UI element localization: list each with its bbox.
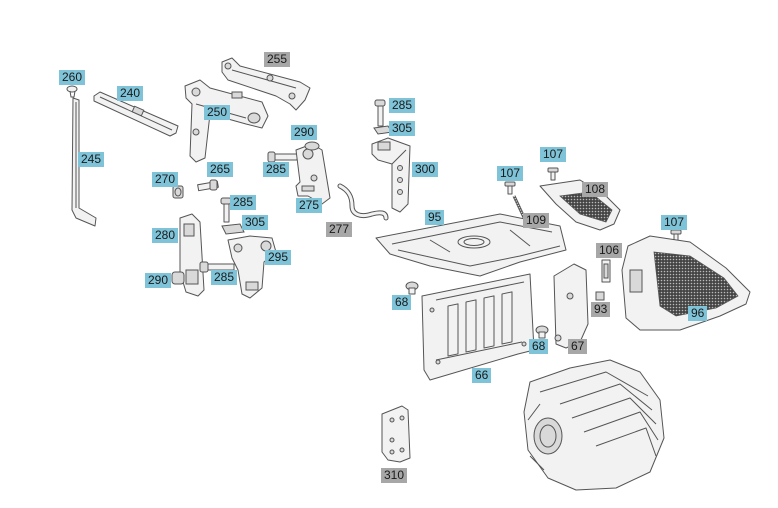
callout-96[interactable]: 96 xyxy=(688,306,708,321)
part-240-bar xyxy=(93,91,179,137)
callout-285-upper-left[interactable]: 285 xyxy=(263,162,290,177)
part-300-bracket xyxy=(371,137,411,213)
callout-295[interactable]: 295 xyxy=(265,250,292,265)
part-255-bracket xyxy=(221,57,311,111)
callout-95[interactable]: 95 xyxy=(425,210,445,225)
part-290-spacer-upper xyxy=(304,141,320,151)
part-68-fastener-a xyxy=(405,281,419,295)
callout-245[interactable]: 245 xyxy=(78,152,105,167)
callout-305-mid[interactable]: 305 xyxy=(242,215,269,230)
callout-285-lower[interactable]: 285 xyxy=(211,270,238,285)
callout-265[interactable]: 265 xyxy=(207,162,234,177)
part-280-bracket xyxy=(179,213,205,297)
part-290-spacer-lower xyxy=(171,271,185,285)
callout-107-right[interactable]: 107 xyxy=(661,215,688,230)
callout-255[interactable]: 255 xyxy=(264,52,291,67)
part-67-side-panel xyxy=(553,263,589,349)
part-95-floor-panel xyxy=(375,213,567,277)
callout-108[interactable]: 108 xyxy=(582,182,609,197)
callout-300[interactable]: 300 xyxy=(412,162,439,177)
callout-290-lower[interactable]: 290 xyxy=(145,273,172,288)
exhaust-assembly xyxy=(523,359,665,491)
callout-109[interactable]: 109 xyxy=(523,213,550,228)
callout-280[interactable]: 280 xyxy=(152,228,179,243)
callout-285-upper-right[interactable]: 285 xyxy=(389,98,416,113)
part-265-bolt xyxy=(197,179,219,192)
part-305-washer-mid xyxy=(221,223,245,235)
callout-106[interactable]: 106 xyxy=(596,243,623,258)
part-275-bracket xyxy=(295,143,331,205)
callout-270[interactable]: 270 xyxy=(152,172,179,187)
callout-250[interactable]: 250 xyxy=(204,105,231,120)
callout-275[interactable]: 275 xyxy=(296,198,323,213)
callout-66[interactable]: 66 xyxy=(472,368,492,383)
callout-107-left[interactable]: 107 xyxy=(497,166,524,181)
callout-285-mid[interactable]: 285 xyxy=(230,195,257,210)
part-310-plate xyxy=(381,405,411,463)
callout-68-right[interactable]: 68 xyxy=(529,339,549,354)
part-96-heat-shield xyxy=(621,235,751,331)
part-107-clip-b xyxy=(547,167,559,181)
part-245-rod xyxy=(71,97,97,227)
part-106-bracket xyxy=(601,259,611,283)
part-285-bolt-mid xyxy=(220,197,232,223)
callout-240[interactable]: 240 xyxy=(117,86,144,101)
callout-93[interactable]: 93 xyxy=(591,302,611,317)
part-66-panel xyxy=(421,273,535,381)
callout-290-upper[interactable]: 290 xyxy=(291,125,318,140)
callout-67[interactable]: 67 xyxy=(568,339,588,354)
callout-107-mid[interactable]: 107 xyxy=(540,147,567,162)
part-68-fastener-b xyxy=(535,325,549,339)
part-277-pipe xyxy=(337,183,389,221)
callout-305-upper[interactable]: 305 xyxy=(389,121,416,136)
part-93-clip xyxy=(595,291,605,301)
callout-277[interactable]: 277 xyxy=(326,222,353,237)
part-295-bracket xyxy=(227,235,277,299)
part-270-nut xyxy=(172,185,184,199)
part-250-bracket xyxy=(184,79,269,163)
part-107-clip-a xyxy=(504,181,516,195)
part-285-bolt-upper xyxy=(267,151,298,163)
part-285-bolt-lower xyxy=(199,261,235,273)
part-107-clip-c xyxy=(670,229,682,243)
part-285-bolt-vertical xyxy=(374,99,386,127)
callout-68-left[interactable]: 68 xyxy=(392,295,412,310)
part-260-clip xyxy=(66,85,78,98)
callout-260[interactable]: 260 xyxy=(59,70,86,85)
callout-310[interactable]: 310 xyxy=(381,468,408,483)
